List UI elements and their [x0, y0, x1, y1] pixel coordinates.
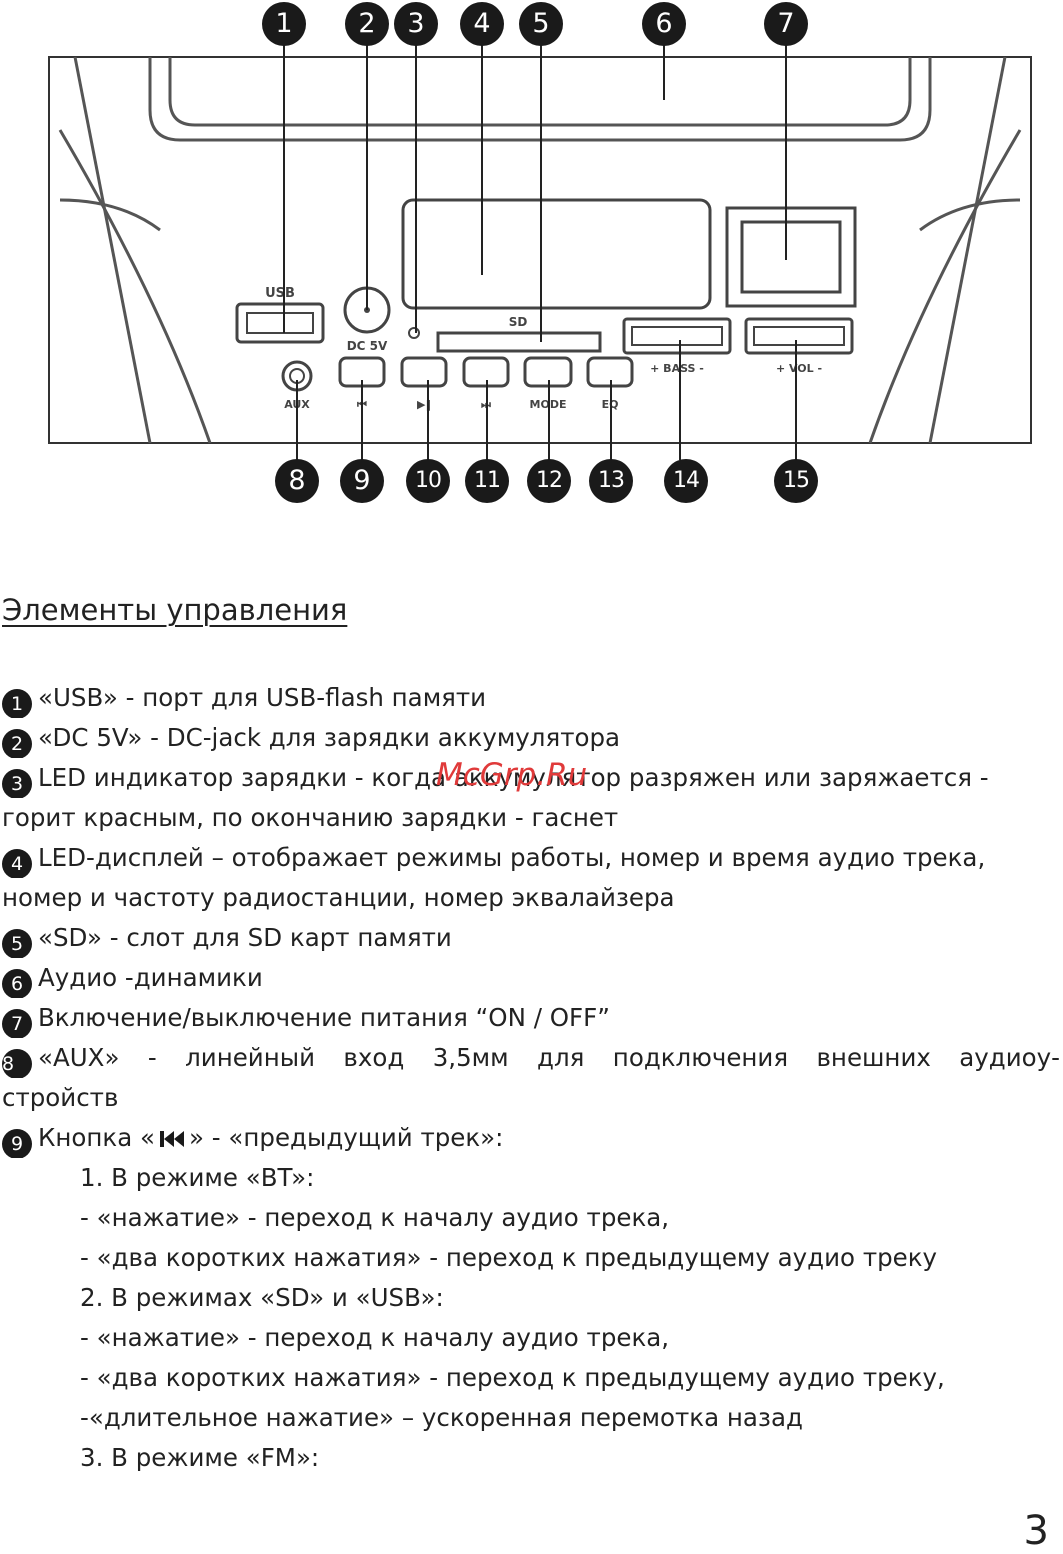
sub-line: 3. В режиме «FM»: [80, 1443, 320, 1472]
callout-15: 15 [774, 459, 818, 503]
controls-list: 1«USB» - порт для USB-flash памяти 2«DC … [2, 678, 1060, 1478]
callout-12: 12 [527, 459, 571, 503]
callout-9: 9 [340, 459, 384, 503]
device-body [58, 56, 1022, 444]
sub-line: - «два коротких нажатия» - переход к пре… [80, 1243, 938, 1272]
callout-2: 2 [345, 2, 389, 46]
sd-slot [436, 331, 602, 353]
callout-7: 7 [764, 2, 808, 46]
power-switch-frame [725, 206, 857, 308]
callout-13: 13 [589, 459, 633, 503]
list-item: 1«USB» - порт для USB-flash памяти [2, 678, 1060, 718]
usb-port [235, 302, 325, 344]
sub-line: 2. В режимах «SD» и «USB»: [80, 1283, 444, 1312]
watermark: McGrp.Ru [436, 757, 588, 793]
usb-label: USB [265, 286, 295, 301]
power-switch [740, 220, 842, 294]
sub-line: - «нажатие» - переход к началу аудио тре… [80, 1203, 670, 1232]
callout-6: 6 [642, 2, 686, 46]
bass-rocker [622, 317, 732, 355]
leader-lines [283, 44, 797, 460]
sd-label: SD [509, 315, 528, 329]
list-item: 5«SD» - слот для SD карт памяти [2, 918, 1060, 958]
sub-line: - «два коротких нажатия» - переход к пре… [80, 1363, 945, 1392]
sub-line: 1. В режиме «BT»: [80, 1163, 315, 1192]
callout-3: 3 [394, 2, 438, 46]
charge-led [408, 327, 420, 339]
vol-rocker [744, 317, 854, 355]
vol-label: + VOL - [776, 362, 822, 375]
callout-5: 5 [519, 2, 563, 46]
callout-11: 11 [465, 459, 509, 503]
section-heading: Элементы управления [2, 593, 348, 627]
play-pause-button [400, 356, 448, 388]
callout-14: 14 [664, 459, 708, 503]
callout-4: 4 [460, 2, 504, 46]
page-number: 3 [1023, 1508, 1049, 1554]
list-item-continuation: стройств [2, 1083, 119, 1112]
bass-label: + BASS - [650, 362, 704, 375]
dc-label: DC 5V [347, 339, 388, 353]
callout-1: 1 [262, 2, 306, 46]
led-display [401, 198, 712, 310]
sub-line: -«длительное нажатие» – ускоренная перем… [80, 1403, 803, 1432]
list-item-continuation: горит красным, по окончанию зарядки - га… [2, 803, 619, 832]
list-item: 8«AUX» - линейный вход 3,5мм для подключ… [2, 1038, 1060, 1078]
callout-8: 8 [275, 459, 319, 503]
callout-10: 10 [406, 459, 450, 503]
previous-track-icon [155, 1120, 189, 1158]
list-item-continuation: номер и частоту радиостанции, номер эква… [2, 883, 675, 912]
list-item: 2«DC 5V» - DC-jack для зарядки аккумулят… [2, 718, 1060, 758]
sub-line: - «нажатие» - переход к началу аудио тре… [80, 1323, 670, 1352]
device-diagram: USB DC 5V SD AUX ⏮ ▶‖ ⏭ MODE EQ + BASS -… [48, 44, 1032, 460]
